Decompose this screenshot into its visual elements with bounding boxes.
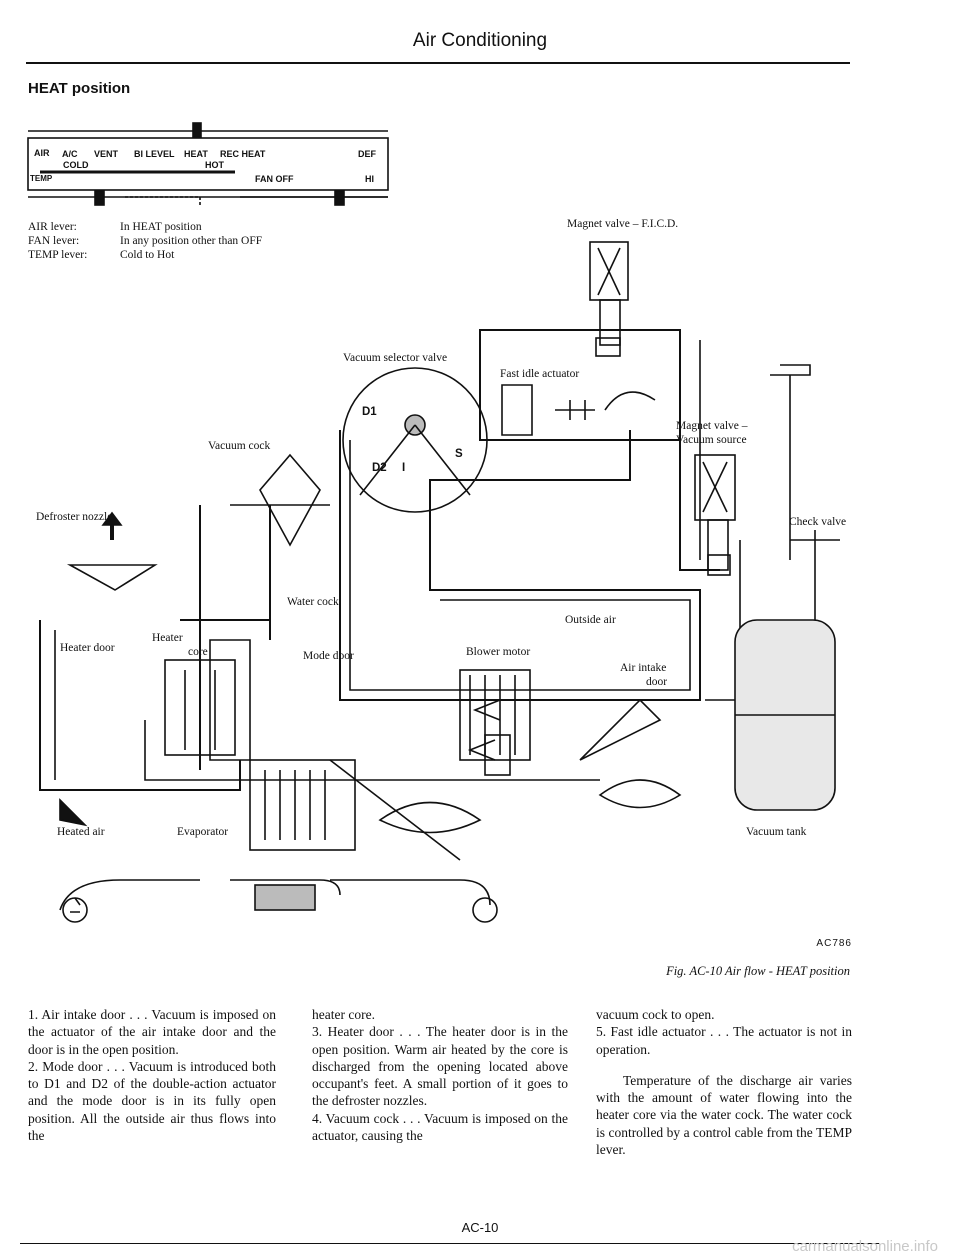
air-label: AIR: [34, 148, 50, 158]
hot-label: HOT: [205, 160, 224, 170]
lever-row: FAN lever: In any position other than OFF: [28, 234, 274, 248]
evaporator: [249, 759, 356, 851]
watermark: carmanualsonline.info: [792, 1238, 938, 1255]
fan-hi-label: HI: [365, 174, 374, 184]
temp-label: TEMP: [30, 174, 53, 183]
air-intake-actuator: [598, 779, 682, 809]
vacuum-selector-valve: [342, 367, 488, 513]
paragraph: 3. Heater door . . . The heater door is …: [312, 1024, 568, 1109]
air-mode-vent: VENT: [94, 149, 119, 159]
paragraph: 1. Air intake door . . . Vacuum is impos…: [28, 1007, 276, 1057]
paragraph: 2. Mode door . . . Vacuum is introduced …: [28, 1058, 276, 1144]
label-blower-motor: Blower motor: [466, 646, 531, 658]
paragraph: vacuum cock to open.: [596, 1007, 715, 1022]
lever-row: AIR lever: In HEAT position: [28, 220, 274, 234]
label-vacuum-tank: Vacuum tank: [746, 826, 807, 838]
air-lever-knob: [192, 122, 202, 138]
label-air-intake-2: door: [646, 676, 668, 688]
label-heater-core-2: core: [188, 646, 208, 658]
body-column-1: 1. Air intake door . . . Vacuum is impos…: [28, 1006, 276, 1144]
lever-setting: In any position other than OFF: [120, 235, 263, 247]
paragraph: heater core.: [312, 1007, 375, 1022]
label-magnet-fic: Magnet valve – F.I.C.D.: [567, 218, 679, 230]
label-magnet-vac: Magnet valve –: [676, 420, 748, 432]
section-title: HEAT position: [28, 80, 131, 97]
label-d2: D2: [372, 462, 387, 474]
lever-setting: In HEAT position: [120, 221, 202, 233]
air-mode-recheat: REC HEAT: [220, 149, 266, 159]
figure-caption: Fig. AC-10 Air flow - HEAT position: [666, 964, 850, 978]
label-evaporator: Evaporator: [177, 826, 229, 838]
figure-code: AC786: [816, 938, 852, 949]
body-column-2: heater core. 3. Heater door . . . The he…: [312, 1006, 568, 1144]
air-mode-heat: HEAT: [184, 149, 208, 159]
paragraph: Temperature of the discharge air varies …: [596, 1072, 852, 1158]
label-heater-door: Heater door: [60, 642, 115, 654]
label-defroster-nozzle: Defroster nozzle: [36, 511, 113, 523]
label-vacuum-cock: Vacuum cock: [208, 440, 271, 452]
label-i: I: [402, 462, 406, 474]
label-vacuum-source: Vacuum source: [676, 434, 747, 446]
label-mode-door: Mode door: [303, 650, 354, 662]
label-fast-idle: Fast idle actuator: [500, 368, 580, 380]
label-air-intake-1: Air intake: [620, 662, 667, 674]
label-water-cock: Water cock: [287, 596, 339, 608]
vacuum-cock: [259, 453, 321, 547]
mode-door-actuator: [378, 801, 482, 834]
air-mode-bilevel: BI LEVEL: [134, 149, 175, 159]
label-heater-core-1: Heater: [152, 632, 183, 644]
label-check-valve: Check valve: [789, 516, 847, 528]
paragraph: 5. Fast idle actuator . . . The actuator…: [596, 1024, 852, 1057]
label-d1: D1: [362, 406, 377, 418]
cold-label: COLD: [63, 160, 89, 170]
defroster-nozzle: [66, 564, 158, 591]
page-header-title: Air Conditioning: [412, 30, 548, 51]
lever-name: TEMP lever:: [28, 249, 88, 261]
footer-rule: [20, 1243, 880, 1244]
body-column-3: vacuum cock to open. 5. Fast idle actuat…: [596, 1006, 852, 1158]
lever-settings: AIR lever: In HEAT position FAN lever: In …: [28, 220, 274, 262]
paragraph: 4. Vacuum cock . . . Vacuum is imposed o…: [312, 1110, 568, 1144]
air-mode-ac: A/C: [62, 149, 78, 159]
lever-name: AIR lever:: [28, 221, 77, 233]
label-s: S: [455, 448, 463, 460]
lever-setting: Cold to Hot: [120, 249, 175, 261]
fan-off-label: FAN OFF: [255, 174, 294, 184]
header-rule: [26, 62, 850, 64]
page-number: AC-10: [461, 1220, 499, 1235]
label-vacuum-selector: Vacuum selector valve: [343, 352, 448, 364]
lever-name: FAN lever:: [28, 235, 80, 247]
heater-core: [164, 659, 236, 756]
label-heated-air: Heated air: [57, 826, 105, 838]
label-outside-air: Outside air: [565, 614, 616, 626]
temp-lever-knob: [94, 190, 105, 206]
lever-row: TEMP lever: Cold to Hot: [28, 248, 274, 262]
air-mode-def: DEF: [358, 149, 376, 159]
control-panel-frame: [27, 137, 389, 191]
fan-lever-knob: [334, 190, 345, 206]
